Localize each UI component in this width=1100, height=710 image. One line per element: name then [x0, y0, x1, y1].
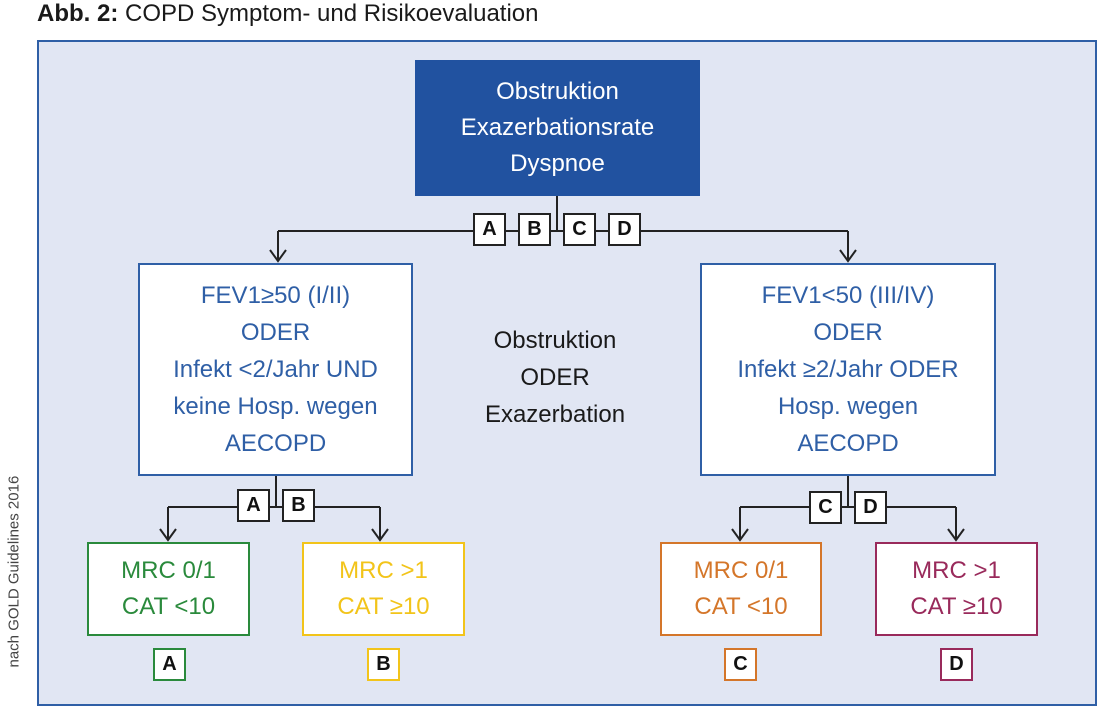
right-box-line: FEV1<50 (III/IV): [761, 282, 935, 309]
leaf-box-b: MRC >1 CAT ≥10: [302, 542, 465, 636]
right-tag-d: D: [854, 491, 887, 524]
arrowhead-top-right: [839, 249, 857, 263]
left-tag-b: B: [282, 489, 315, 522]
arrowhead-top-left: [269, 249, 287, 263]
leaf-box-d: MRC >1 CAT ≥10: [875, 542, 1038, 636]
top-box-line: Dyspnoe: [510, 150, 605, 177]
top-tag-d: D: [608, 213, 641, 246]
leaf-line: CAT <10: [121, 593, 216, 620]
arrowhead-right-d: [947, 528, 965, 542]
arrowhead-left-a: [159, 528, 177, 542]
figure-title-text: COPD Symptom- und Risikoevaluation: [125, 0, 539, 27]
leaf-box-a: MRC 0/1 CAT <10: [87, 542, 250, 636]
middle-label: Obstruktion ODER Exazerbation: [440, 322, 670, 433]
leaf-line: MRC >1: [339, 557, 428, 584]
figure-title-prefix: Abb. 2:: [37, 0, 119, 27]
left-tag-a: A: [237, 489, 270, 522]
left-box-line: FEV1≥50 (I/II): [200, 282, 351, 309]
arrowhead-right-c: [731, 528, 749, 542]
left-box-line: Infekt <2/Jahr UND: [173, 356, 378, 383]
figure-title: Abb. 2: COPD Symptom- und Risikoevaluati…: [37, 0, 539, 28]
left-box-line: keine Hosp. wegen: [173, 393, 378, 420]
leaf-line: MRC >1: [912, 557, 1001, 584]
leaf-line: MRC 0/1: [121, 557, 216, 584]
leaf-line: CAT ≥10: [337, 593, 430, 620]
middle-label-line: Exazerbation: [484, 401, 626, 428]
right-box-line: AECOPD: [797, 430, 899, 457]
group-label-c: C: [724, 648, 757, 681]
left-box-line: AECOPD: [224, 430, 327, 457]
group-label-a: A: [153, 648, 186, 681]
top-tag-c: C: [563, 213, 596, 246]
top-criteria-box: Obstruktion Exazerbationsrate Dyspnoe: [415, 60, 700, 196]
middle-label-line: Obstruktion: [493, 327, 617, 354]
group-label-b: B: [367, 648, 400, 681]
group-label-d: D: [940, 648, 973, 681]
top-tag-a: A: [473, 213, 506, 246]
right-box-line: Hosp. wegen: [777, 393, 919, 420]
left-box-line: ODER: [240, 319, 311, 346]
arrowhead-left-b: [371, 528, 389, 542]
top-box-line: Exazerbationsrate: [460, 114, 655, 141]
leaf-box-c: MRC 0/1 CAT <10: [660, 542, 822, 636]
top-box-line: Obstruktion: [496, 78, 619, 105]
leaf-line: CAT ≥10: [910, 593, 1003, 620]
top-tag-b: B: [518, 213, 551, 246]
right-criteria-box: FEV1<50 (III/IV) ODER Infekt ≥2/Jahr ODE…: [700, 263, 996, 476]
leaf-line: CAT <10: [694, 593, 788, 620]
middle-label-line: ODER: [520, 364, 590, 391]
right-tag-c: C: [809, 491, 842, 524]
right-box-line: ODER: [813, 319, 883, 346]
left-criteria-box: FEV1≥50 (I/II) ODER Infekt <2/Jahr UND k…: [138, 263, 413, 476]
leaf-line: MRC 0/1: [693, 557, 789, 584]
right-box-line: Infekt ≥2/Jahr ODER: [737, 356, 959, 383]
